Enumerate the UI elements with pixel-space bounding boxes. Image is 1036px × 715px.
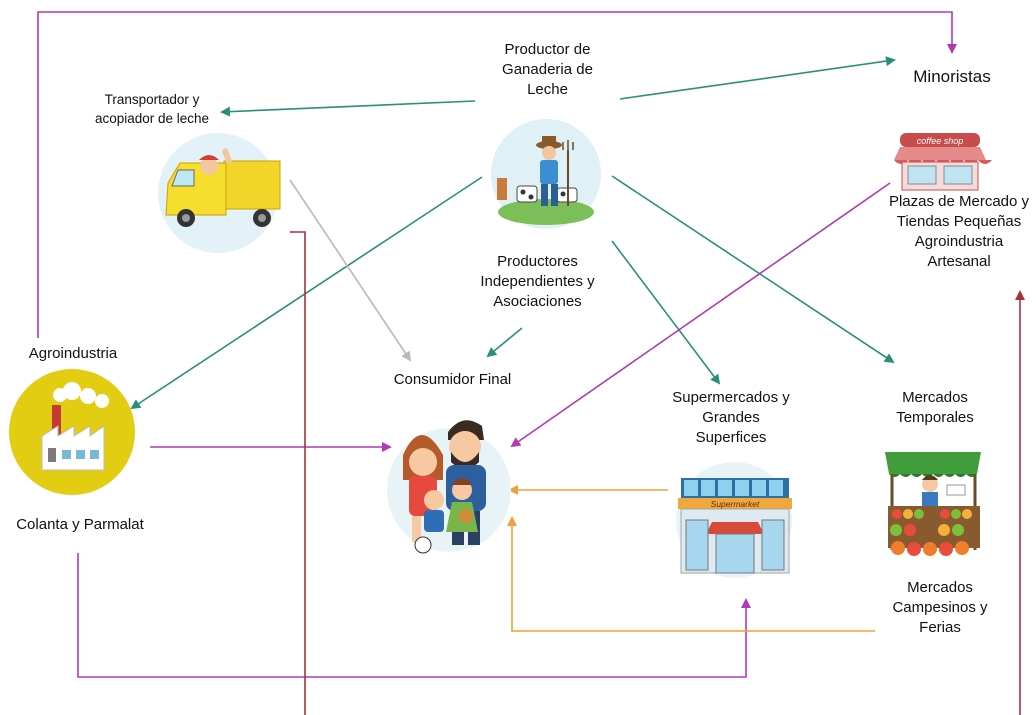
agroindustry-brands-label: Colanta y Parmalat	[16, 516, 144, 533]
arrows	[37, 11, 1025, 715]
family-icon	[387, 420, 511, 554]
arrow-producer-to-supermarkets	[611, 240, 721, 385]
supermarket-sign-text: Supermarket	[711, 499, 760, 509]
market-squares-label: Plazas de Mercado y Tiendas Pequeñas Agr…	[888, 193, 1030, 270]
peasant-markets-label: Mercados Campesinos y Ferias	[892, 579, 988, 636]
arrow-producer-to-retailers	[619, 56, 896, 100]
arrow-producer-to-temporary-markets	[611, 175, 895, 364]
agroindustry-label: Agroindustria	[28, 345, 118, 362]
supermarkets-label: Supermercados y Grandes Superfices	[672, 389, 790, 446]
producer-label: Productor de Ganaderia de Leche	[502, 41, 593, 98]
retailers-label: Minoristas	[913, 67, 991, 86]
arrow-market-squares-to-consumer	[510, 182, 891, 448]
farmer-icon	[491, 119, 601, 229]
arrow-producer-to-transporter	[220, 100, 476, 117]
arrow-transporter-to-consumer	[289, 179, 412, 362]
truck-icon	[158, 133, 281, 253]
coffee-sign-text: coffee shop	[917, 136, 964, 146]
temporary-markets-label: Mercados Temporales	[896, 389, 974, 426]
independent-producers-label: Productores Independientes y Asociacione…	[480, 253, 595, 310]
final-consumer-label: Consumidor Final	[393, 371, 512, 388]
arrow-agroindustry-to-retailers	[37, 11, 957, 338]
arrow-independent-to-consumer	[486, 327, 523, 358]
market-stall-icon	[885, 452, 981, 556]
supermarket-icon: Supermarket	[676, 462, 792, 578]
shop-icon: coffee shop	[894, 133, 992, 191]
arrow-brands-to-supermarkets	[77, 553, 751, 678]
transporter-label: Transportador y acopiador de leche	[94, 92, 210, 126]
factory-icon	[9, 369, 135, 495]
arrow-producer-to-agroindustry	[130, 176, 483, 410]
line-transporter-down	[290, 231, 306, 715]
arrow-peasant-markets-to-consumer	[507, 516, 875, 632]
